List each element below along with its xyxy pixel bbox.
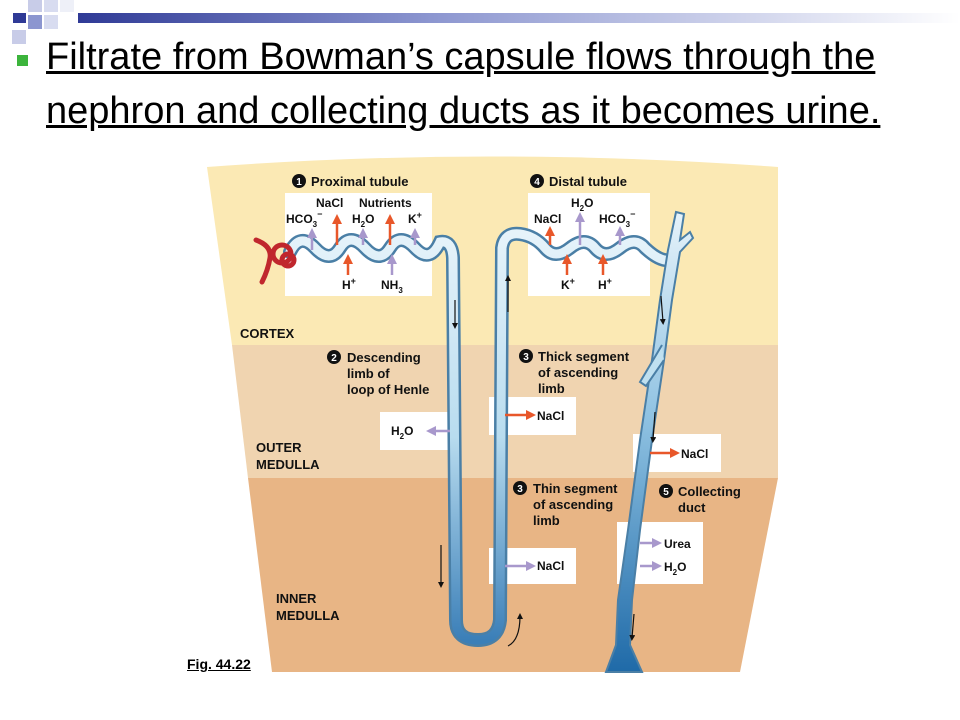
figure-label: Fig. 44.22 [187, 656, 251, 672]
svg-text:NaCl: NaCl [316, 196, 343, 210]
descending-limb-h2o: H2O [391, 424, 450, 441]
svg-text:H2O: H2O [571, 196, 593, 213]
outer-medulla-label: OUTER MEDULLA [256, 440, 320, 472]
svg-text:HCO3−: HCO3− [599, 209, 635, 229]
proximal-tubule-label: Proximal tubule [311, 174, 409, 189]
svg-text:4: 4 [534, 177, 540, 188]
title-bullet [17, 55, 28, 66]
proximal-arrows [307, 214, 420, 275]
svg-text:NaCl: NaCl [537, 559, 564, 573]
svg-text:H2O: H2O [391, 424, 413, 441]
thick-segment-label: Thick segment of ascending limb [538, 349, 633, 396]
thick-segment-nacl: NaCl [505, 409, 564, 423]
svg-text:Nutrients: Nutrients [359, 196, 412, 210]
distal-arrows [545, 212, 625, 275]
svg-text:HCO3−: HCO3− [286, 209, 322, 229]
collecting-duct-nacl: NaCl [650, 447, 708, 461]
step-numbers: 1 4 2 3 3 5 [292, 174, 673, 498]
svg-text:NaCl: NaCl [534, 212, 561, 226]
svg-text:5: 5 [663, 487, 669, 498]
inner-medulla-label: INNER MEDULLA [276, 591, 340, 623]
descending-limb-label: Descending limb of loop of Henle [347, 350, 429, 397]
svg-text:K+: K+ [561, 276, 575, 292]
flow-arrows [438, 275, 666, 647]
slide-title: Filtrate from Bowman’s capsule flows thr… [46, 36, 881, 132]
svg-text:1: 1 [296, 177, 302, 188]
collecting-duct-branch [638, 344, 665, 388]
svg-text:NaCl: NaCl [681, 447, 708, 461]
distal-tubule-label: Distal tubule [549, 174, 627, 189]
slide-decoration-squares [0, 0, 80, 50]
svg-text:2: 2 [331, 353, 337, 364]
collecting-duct-urea-h2o: Urea H2O [640, 537, 691, 577]
collecting-duct-label: Collecting duct [678, 484, 744, 515]
svg-text:H2O: H2O [352, 212, 374, 229]
proximal-substances: NaCl Nutrients HCO3− H2O K+ H+ NH3 [286, 196, 422, 295]
svg-text:Urea: Urea [664, 537, 691, 551]
nephron-tubule [285, 229, 675, 645]
svg-text:K+: K+ [408, 210, 422, 226]
cortex-label: CORTEX [240, 326, 295, 341]
collecting-duct [604, 210, 695, 673]
svg-text:3: 3 [517, 484, 523, 495]
thin-segment-label: Thin segment of ascending limb [533, 481, 621, 528]
glomerulus-capillary [253, 237, 297, 285]
thin-segment-nacl: NaCl [505, 559, 564, 573]
svg-text:H+: H+ [342, 276, 356, 292]
svg-text:H2O: H2O [664, 560, 686, 577]
svg-text:NH3: NH3 [381, 278, 403, 295]
svg-text:3: 3 [523, 352, 529, 363]
distal-substances: H2O NaCl HCO3− K+ H+ [534, 196, 635, 292]
svg-text:NaCl: NaCl [537, 409, 564, 423]
slide-decoration-bar [78, 13, 960, 23]
svg-text:H+: H+ [598, 276, 612, 292]
